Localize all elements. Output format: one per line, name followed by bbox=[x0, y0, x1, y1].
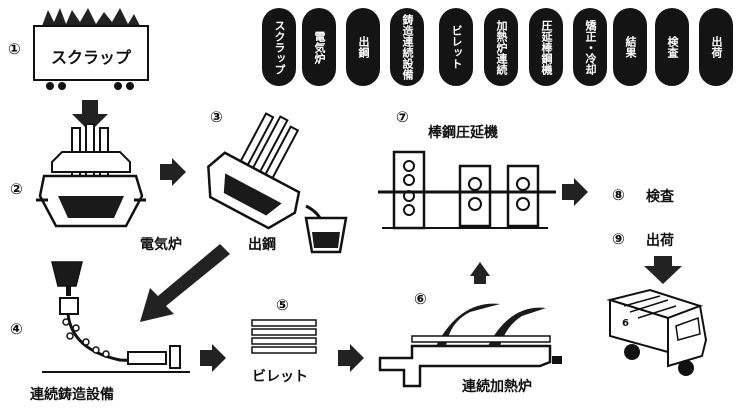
inspection-label: 検査 bbox=[646, 189, 674, 205]
continuous-casting-label: 連続鋳造設備 bbox=[30, 387, 114, 403]
legend-pill-reheating-furnace: 加熱炉連続 bbox=[484, 8, 518, 86]
reheating-furnace-label: 連続加熱炉 bbox=[462, 379, 532, 395]
truck-illustration bbox=[606, 288, 708, 376]
arrow-rolling-to-inspection bbox=[562, 178, 588, 206]
arrow-reheating-to-rolling bbox=[470, 262, 490, 284]
arrow-casting-to-billet bbox=[200, 344, 226, 372]
arrow-billet-to-reheating bbox=[338, 344, 364, 372]
legend-pill-tapping: 出鋼 bbox=[346, 8, 380, 86]
step-number-2: ② bbox=[10, 180, 23, 198]
billet-stack-illustration bbox=[251, 319, 317, 354]
arrow-furnace-to-tapping bbox=[160, 158, 186, 186]
arrow-tapping-to-casting bbox=[140, 244, 230, 322]
arrow-scrap-to-furnace bbox=[72, 100, 108, 132]
legend-pill-rolling-mill: 圧延棒鋼機 bbox=[529, 8, 563, 86]
step-number-5: ⑤ bbox=[276, 296, 289, 314]
scrap-cart-illustration bbox=[33, 8, 149, 90]
scrap-label: スクラップ bbox=[50, 48, 131, 67]
tapping-illustration bbox=[207, 112, 348, 254]
legend-pill-electric-furnace: 電気炉 bbox=[302, 8, 336, 86]
step-number-6: ⑥ bbox=[414, 290, 427, 308]
billet-label: ビレット bbox=[252, 369, 308, 385]
legend-pill-scrap: スクラップ bbox=[262, 8, 296, 86]
step-number-4: ④ bbox=[10, 320, 23, 338]
reheating-furnace-illustration bbox=[378, 303, 562, 388]
step-number-3: ③ bbox=[210, 108, 223, 126]
step-number-8: ⑧ bbox=[612, 186, 625, 204]
legend-pill-shipping: 出荷 bbox=[699, 8, 733, 86]
continuous-casting-illustration bbox=[42, 261, 190, 373]
rolling-mill-illustration bbox=[378, 150, 556, 230]
legend-pill-billet: ビレット bbox=[439, 8, 473, 86]
legend-pill-continuous-casting: 鋳造連続設備 bbox=[390, 8, 424, 86]
tapping-label: 出鋼 bbox=[248, 237, 276, 253]
legend-pill-result: 結果 bbox=[613, 8, 647, 86]
arrow-shipping-to-truck bbox=[644, 256, 682, 284]
electric-furnace-label: 電気炉 bbox=[140, 237, 182, 253]
step-number-7: ⑦ bbox=[396, 108, 409, 126]
truck-badge: 6 bbox=[622, 318, 629, 329]
electric-furnace-illustration bbox=[36, 123, 146, 228]
legend-pill-inspection: 検査 bbox=[655, 8, 689, 86]
step-number-9: ⑨ bbox=[612, 230, 625, 248]
shipping-label: 出荷 bbox=[646, 233, 674, 249]
rolling-mill-label: 棒鋼圧延機 bbox=[428, 125, 498, 141]
legend-pill-straightening-cooling: 矯正・冷却 bbox=[573, 8, 607, 86]
step-number-1: ① bbox=[8, 40, 21, 58]
